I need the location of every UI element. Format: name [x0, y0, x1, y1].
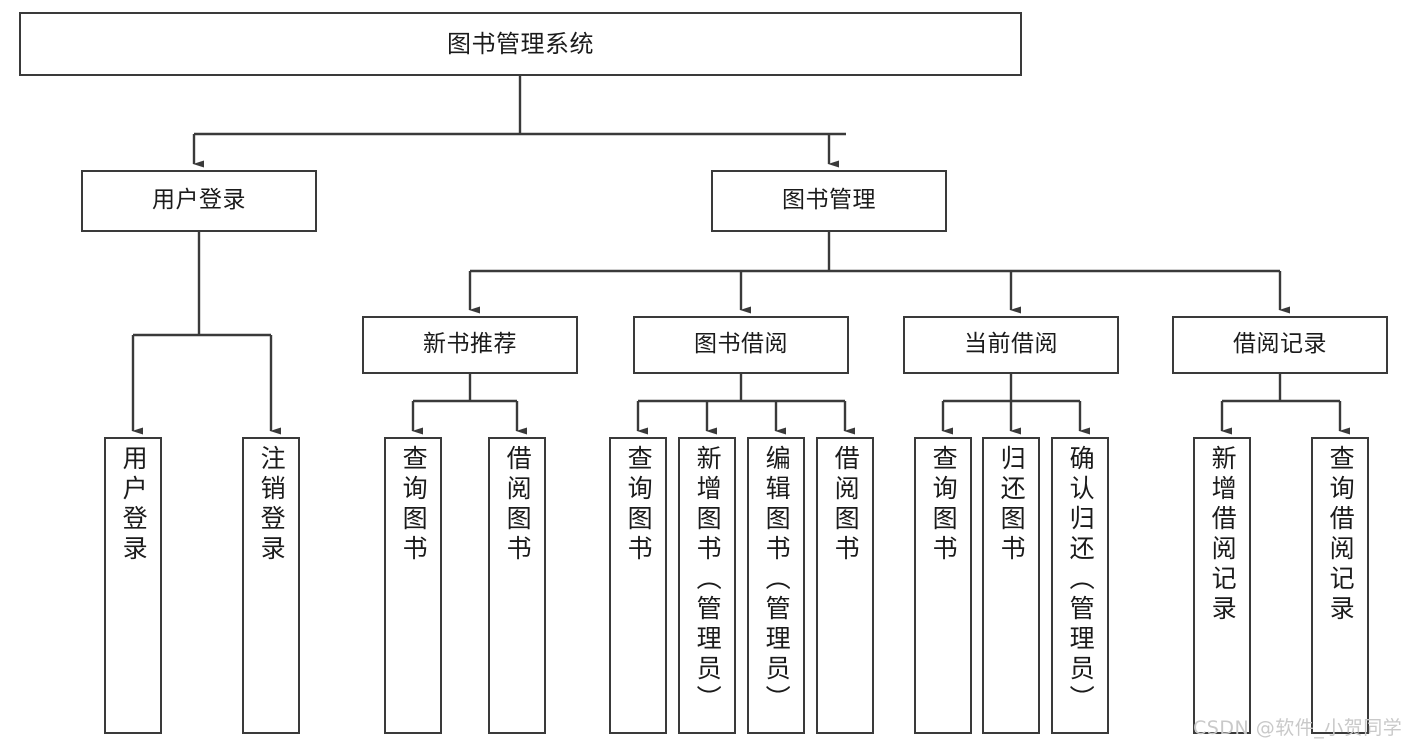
node-book-management[interactable]: 图书管理: [711, 170, 947, 232]
node-label: 用户登录: [152, 187, 246, 214]
node-label: 查询图书: [929, 445, 959, 565]
csdn-watermark: CSDN @软件_小贺同学: [1193, 717, 1403, 739]
node-label: 注销登录: [257, 445, 287, 565]
node-label: 查询图书: [624, 445, 654, 565]
node-label: 确认归还（管理员）: [1066, 445, 1096, 715]
node-leaf-book-borrow-borrow[interactable]: 借阅图书: [816, 437, 874, 734]
node-label: 查询图书: [399, 445, 429, 565]
node-leaf-borrow-record-add[interactable]: 新增借阅记录: [1193, 437, 1251, 734]
node-leaf-current-borrow-query[interactable]: 查询图书: [914, 437, 972, 734]
node-leaf-user-login-logout[interactable]: 注销登录: [242, 437, 300, 734]
node-book-borrow[interactable]: 图书借阅: [633, 316, 849, 374]
node-label: 借阅图书: [831, 445, 861, 565]
node-root-book-management-system[interactable]: 图书管理系统: [19, 12, 1022, 76]
node-current-borrow[interactable]: 当前借阅: [903, 316, 1119, 374]
node-leaf-book-borrow-query[interactable]: 查询图书: [609, 437, 667, 734]
node-label: 借阅图书: [503, 445, 533, 565]
node-label: 图书管理系统: [447, 29, 594, 58]
node-leaf-book-borrow-add[interactable]: 新增图书（管理员）: [678, 437, 736, 734]
node-leaf-current-borrow-confirm-return[interactable]: 确认归还（管理员）: [1051, 437, 1109, 734]
node-label: 查询借阅记录: [1326, 445, 1356, 625]
node-label: 图书借阅: [694, 331, 788, 358]
node-leaf-new-book-query[interactable]: 查询图书: [384, 437, 442, 734]
node-label: 新增借阅记录: [1208, 445, 1238, 625]
node-label: 图书管理: [782, 187, 876, 214]
node-label: 编辑图书（管理员）: [762, 445, 792, 715]
node-leaf-borrow-record-query[interactable]: 查询借阅记录: [1311, 437, 1369, 734]
node-leaf-new-book-borrow[interactable]: 借阅图书: [488, 437, 546, 734]
node-leaf-user-login-login[interactable]: 用户登录: [104, 437, 162, 734]
node-new-book-recommend[interactable]: 新书推荐: [362, 316, 578, 374]
node-borrow-record[interactable]: 借阅记录: [1172, 316, 1388, 374]
node-label: 新书推荐: [423, 331, 517, 358]
node-label: 借阅记录: [1233, 331, 1327, 358]
node-label: 用户登录: [119, 445, 149, 565]
node-label: 当前借阅: [964, 331, 1058, 358]
node-label: 新增图书（管理员）: [693, 445, 723, 715]
node-leaf-current-borrow-return[interactable]: 归还图书: [982, 437, 1040, 734]
node-user-login[interactable]: 用户登录: [81, 170, 317, 232]
node-label: 归还图书: [997, 445, 1027, 565]
node-leaf-book-borrow-edit[interactable]: 编辑图书（管理员）: [747, 437, 805, 734]
